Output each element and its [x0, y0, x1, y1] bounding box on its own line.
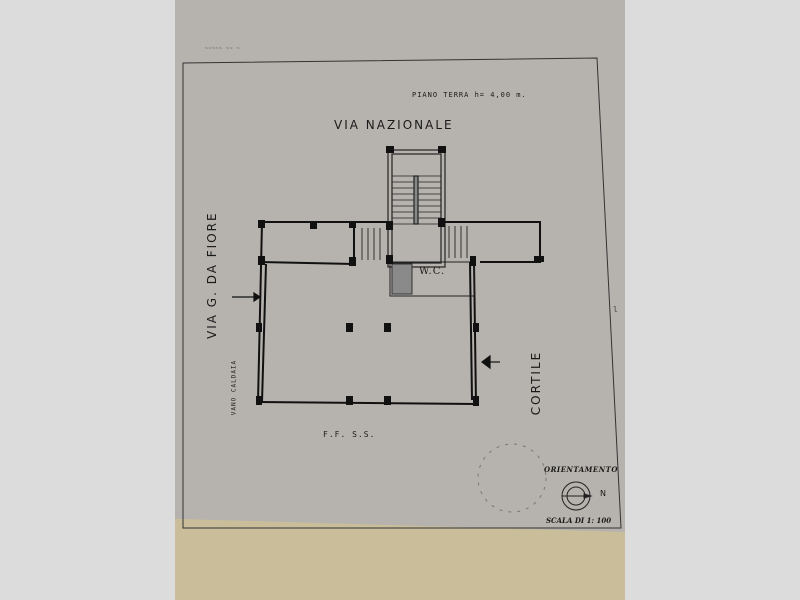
- floor-title: PIANO TERRA h= 4,00 m.: [412, 91, 527, 99]
- building-walls: [257, 221, 541, 405]
- entry-steps: [361, 226, 468, 260]
- north-label: N: [600, 489, 606, 498]
- stair-tower: [387, 149, 446, 268]
- wc-label: W.C.: [419, 266, 446, 277]
- courtyard-label: CORTILE: [529, 350, 543, 416]
- faint-stamp: ~~~~~ ~~ ~: [205, 46, 241, 52]
- hatched-shaft: [391, 263, 413, 295]
- pillars: [256, 146, 544, 406]
- compass-rose: [561, 481, 593, 511]
- faded-stamp: [477, 443, 547, 513]
- entry-arrows: [232, 291, 500, 370]
- railway-label: F.F. S.S.: [323, 430, 376, 439]
- side-mark: l: [613, 305, 618, 314]
- orientation-heading: ORIENTAMENTO: [544, 465, 618, 474]
- street-top-label: VIA NAZIONALE: [334, 118, 454, 132]
- street-left-label: VIA G. DA FIORE: [205, 211, 219, 339]
- drawing-frame: [182, 57, 622, 529]
- boiler-room-label: VANO CALDAIA: [230, 359, 238, 416]
- wc-room: [389, 261, 475, 297]
- scale-label: SCALA DI 1: 100: [546, 516, 612, 525]
